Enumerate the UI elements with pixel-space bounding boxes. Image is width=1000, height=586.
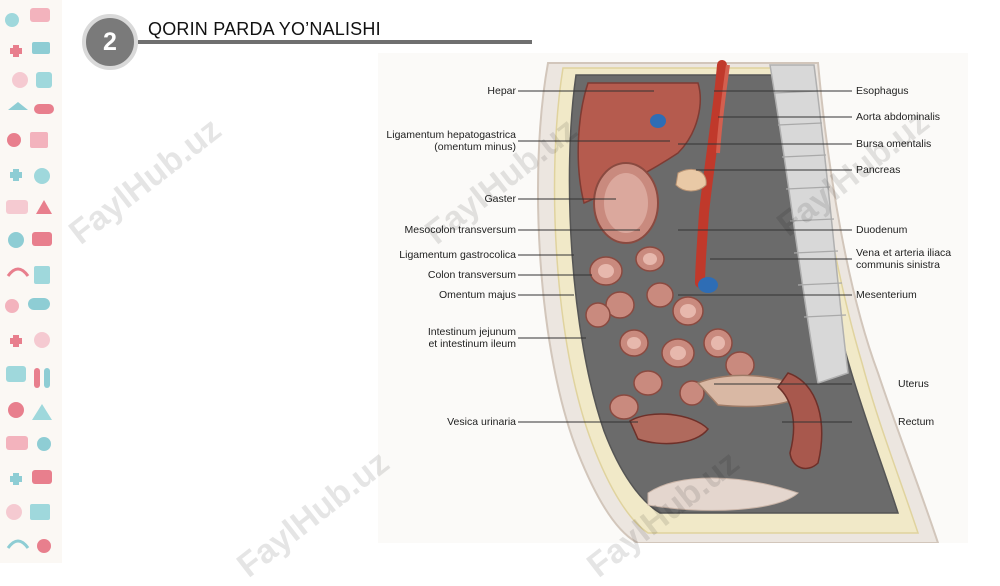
- slide-header: 2 QORIN PARDA YO’NALISHI: [0, 0, 1000, 80]
- label-vena-arteria-iliaca: Vena et arteria iliaca communis sinistra: [856, 247, 951, 271]
- label-line: et intestinum ileum: [428, 338, 516, 350]
- slide-number-badge: 2: [82, 14, 138, 70]
- label-rectum: Rectum: [898, 416, 935, 428]
- label-pancreas: Pancreas: [856, 164, 901, 176]
- label-mesenterium: Mesenterium: [856, 289, 917, 301]
- medical-icons-pattern: [5, 8, 54, 553]
- label-esophagus: Esophagus: [856, 85, 909, 97]
- label-duodenum: Duodenum: [856, 224, 908, 236]
- title-underline: [138, 40, 532, 44]
- label-uterus: Uterus: [898, 378, 929, 390]
- label-line: (omentum minus): [434, 141, 516, 153]
- watermark: FaylHub.uz: [230, 443, 397, 585]
- watermark: FaylHub.uz: [62, 110, 229, 252]
- label-mesocolon-transversum: Mesocolon transversum: [404, 224, 516, 236]
- label-vesica-urinaria: Vesica urinaria: [447, 416, 516, 428]
- label-ligamentum-hepatogastrica: Ligamentum hepatogastrica (omentum minus…: [378, 129, 516, 153]
- slide-title: QORIN PARDA YO’NALISHI: [148, 19, 381, 39]
- anatomy-illustration: [378, 53, 968, 543]
- label-bursa-omentalis: Bursa omentalis: [856, 138, 932, 150]
- label-line: communis sinistra: [856, 259, 941, 271]
- peritoneum-sagittal-diagram: Hepar Ligamentum hepatogastrica (omentum…: [378, 53, 968, 543]
- label-omentum-majus: Omentum majus: [438, 289, 516, 301]
- label-aorta-abdominalis: Aorta abdominalis: [856, 111, 941, 123]
- label-line: Ligamentum hepatogastrica: [386, 129, 516, 141]
- label-hepar: Hepar: [487, 85, 516, 97]
- label-colon-transversum: Colon transversum: [427, 269, 516, 281]
- label-ligamentum-gastrocolica: Ligamentum gastrocolica: [399, 249, 516, 261]
- medical-icons-strip: [0, 0, 62, 563]
- label-intestinum: Intestinum jejunum et intestinum ileum: [378, 326, 516, 350]
- label-line: Vena et arteria iliaca: [856, 247, 952, 259]
- label-gaster: Gaster: [484, 193, 516, 205]
- label-line: Intestinum jejunum: [427, 326, 516, 338]
